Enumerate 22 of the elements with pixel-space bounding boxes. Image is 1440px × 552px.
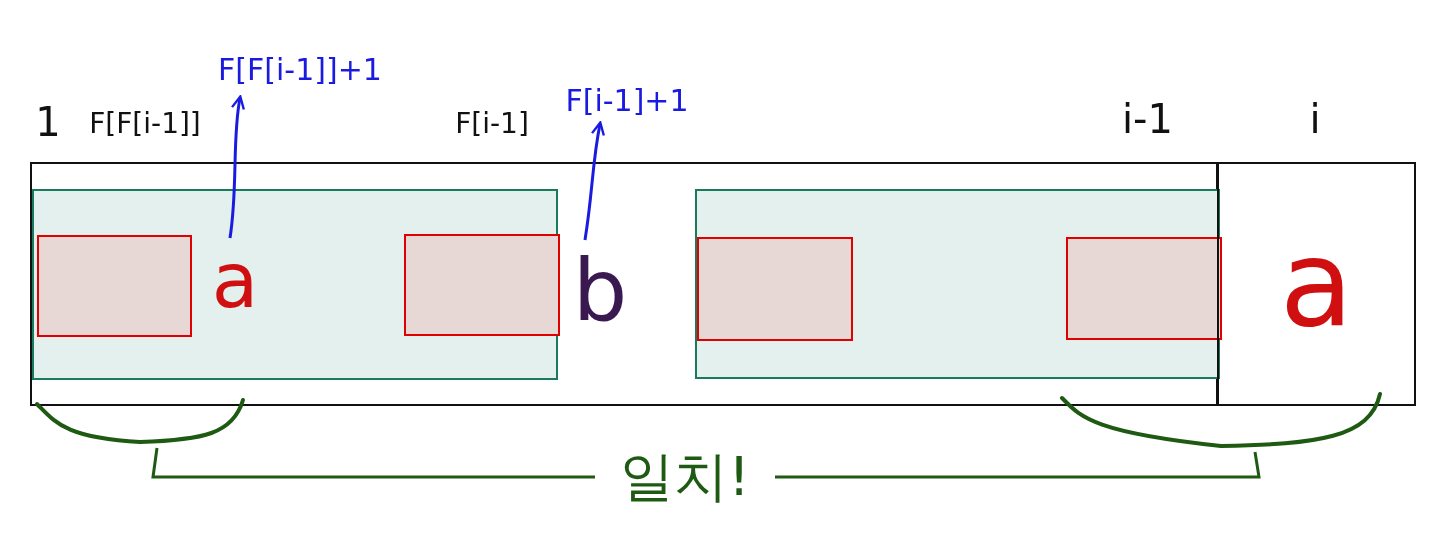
connector-line (775, 451, 1261, 479)
prefix-block (404, 234, 560, 336)
index-label: F[i-1]+1 (552, 78, 702, 124)
index-label: i (1308, 95, 1322, 144)
arrow (583, 121, 606, 241)
match-label: 일치! (595, 438, 775, 516)
character-label: a (199, 242, 271, 320)
prefix-block (1066, 237, 1222, 340)
connector-line (151, 447, 595, 479)
prefix-block (37, 235, 192, 337)
arrow (228, 95, 246, 239)
index-label: F[i-1] (454, 106, 530, 142)
index-label: 1 (38, 98, 58, 147)
matched-segment (695, 189, 1220, 379)
character-label: b (564, 242, 636, 338)
character-label: a (1279, 224, 1354, 344)
index-label: i-1 (1121, 95, 1174, 144)
index-label: F[F[i-1]] (88, 106, 202, 142)
array-cell (1217, 162, 1416, 406)
index-label: F[F[i-1]]+1 (200, 42, 400, 98)
matched-segment (32, 189, 558, 380)
prefix-block (697, 237, 853, 341)
